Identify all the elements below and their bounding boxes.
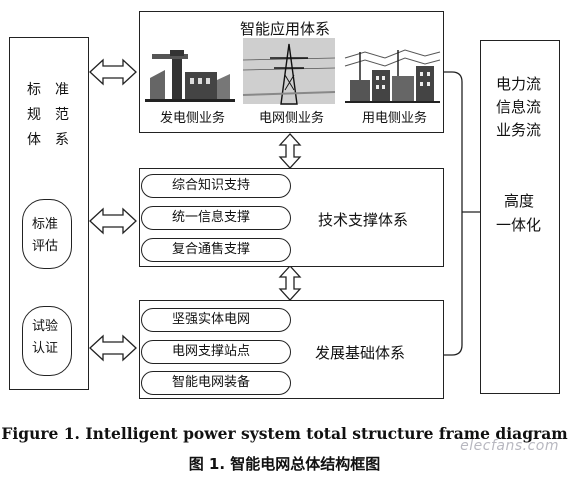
transmission-tower-icon <box>242 38 336 105</box>
smart-application-title: 智能应用体系 <box>240 20 331 38</box>
connector-bracket <box>444 71 463 356</box>
integration-line5: 一体化 <box>496 216 542 234</box>
watermark: elecfans.com <box>460 438 559 454</box>
integration-line4: 高度 <box>504 192 535 210</box>
standard-evaluation-line1: 标准 <box>32 217 59 232</box>
foundation-item-1: 坚强实体电网 <box>141 308 291 332</box>
figure-caption-chinese: 图 1. 智能电网总体结构框图 <box>188 455 381 473</box>
double-arrow-bottom-left <box>89 334 137 362</box>
tech-item-3: 复合通售支撑 <box>141 238 291 262</box>
grid-side-label: 电网侧业务 <box>259 111 325 126</box>
foundation-item-3: 智能电网装备 <box>141 371 291 395</box>
standards-title-line2: 规 范 <box>27 107 69 123</box>
test-certification-line2: 认证 <box>32 341 59 356</box>
standard-evaluation-line2: 评估 <box>32 239 59 254</box>
power-plant-icon <box>145 50 235 102</box>
double-arrow-middle-left <box>89 207 137 235</box>
double-arrow-top-middle <box>278 133 302 169</box>
standards-title-line3: 体 系 <box>27 132 69 148</box>
tech-item-2: 统一信息支撑 <box>141 206 291 230</box>
generation-side-label: 发电侧业务 <box>160 111 226 126</box>
technical-support-title: 技术支撑体系 <box>318 211 409 229</box>
test-certification-box <box>22 306 72 376</box>
double-arrow-top-left <box>89 58 137 86</box>
double-arrow-middle-bottom <box>278 265 302 301</box>
standard-evaluation-box <box>22 199 72 269</box>
foundation-item-2: 电网支撑站点 <box>141 340 291 364</box>
integration-panel <box>480 40 560 394</box>
test-certification-line1: 试验 <box>32 319 59 334</box>
standards-title-line1: 标 准 <box>27 82 69 98</box>
integration-line2: 信息流 <box>496 98 542 116</box>
integration-line1: 电力流 <box>496 75 542 93</box>
development-foundation-title: 发展基础体系 <box>315 344 406 362</box>
tech-item-1: 综合知识支持 <box>141 174 291 198</box>
figure-caption-english: Figure 1. Intelligent power system total… <box>1 424 568 443</box>
consumer-city-icon <box>344 49 441 103</box>
consumer-side-label: 用电侧业务 <box>362 111 428 126</box>
integration-line3: 业务流 <box>496 121 542 139</box>
